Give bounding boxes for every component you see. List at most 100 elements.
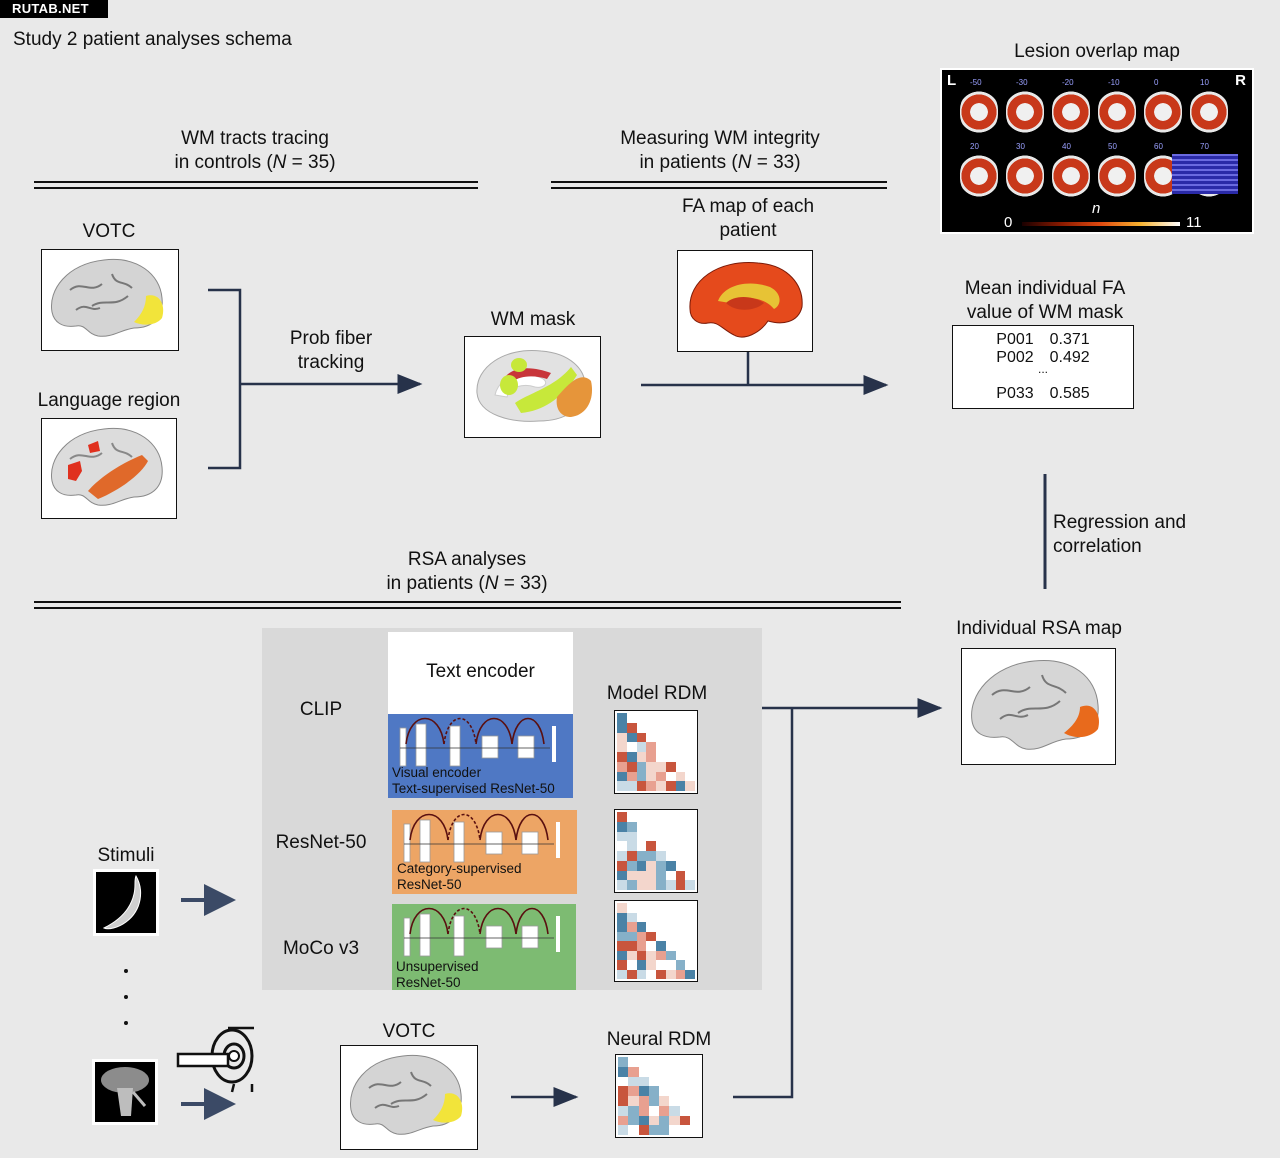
rdm-cell — [626, 761, 637, 772]
rdm-cell — [646, 742, 656, 752]
ellipsis-dot — [124, 995, 128, 999]
section-divider — [551, 181, 887, 189]
rdm-cell — [665, 960, 676, 970]
rdm-cell — [636, 781, 647, 791]
rdm-cell — [617, 752, 627, 762]
rdm-cell — [659, 1096, 670, 1106]
fa-row: P033 0.585 — [953, 385, 1133, 403]
rdm-cell — [636, 761, 647, 772]
section-divider — [34, 181, 478, 189]
neural-rdm — [615, 1054, 703, 1138]
section-header-line2: in controls (N = 35) — [174, 152, 336, 173]
brain-slice-image — [1052, 154, 1090, 198]
rdm-cell — [617, 851, 627, 861]
rdm-cell — [626, 841, 637, 851]
rdm-cell — [617, 722, 627, 733]
model-name-clip: CLIP — [299, 699, 343, 720]
rdm-cell — [665, 880, 676, 890]
rdm-cell — [675, 880, 686, 890]
patient-id: P002 — [996, 349, 1034, 366]
section-header-line1: WM tracts tracing — [181, 128, 329, 149]
encoder-label-line1: Category-supervised — [397, 861, 522, 876]
resnet-model-rdm — [614, 809, 698, 893]
rdm-cell — [617, 761, 627, 772]
regression-line1: Regression and — [1053, 512, 1187, 533]
color-scale-bar — [1022, 222, 1180, 226]
rdm-cell — [659, 1125, 670, 1135]
rdm-cell — [618, 1076, 629, 1087]
rdm-cell — [636, 969, 647, 979]
brain-slice-image — [1144, 90, 1182, 134]
lesion-map-title: Lesion overlap map — [1014, 41, 1180, 62]
rdm-cell — [656, 771, 666, 782]
ellipsis-dot — [124, 1021, 128, 1025]
rdm-cell — [617, 812, 627, 822]
rdm-cell — [669, 1125, 680, 1135]
rdm-cell — [626, 960, 637, 970]
brain-rsa-map-icon — [971, 660, 1100, 750]
rdm-cell — [646, 870, 656, 881]
rdm-cell — [628, 1066, 639, 1077]
fa-ellipsis: ... — [953, 363, 1133, 375]
brain-slice-image — [1190, 90, 1228, 134]
fa-row: P001 0.371 — [953, 331, 1133, 349]
slice-coordinate: 60 — [1154, 142, 1163, 151]
moco-unsupervised-encoder: Unsupervised ResNet-50 — [392, 904, 576, 990]
rdm-cell — [646, 950, 656, 960]
rdm-cell — [618, 1066, 629, 1077]
rdm-cell — [617, 880, 627, 890]
slice-coordinate: 40 — [1062, 142, 1071, 151]
rdm-cell — [646, 969, 656, 979]
rdm-cell — [636, 950, 647, 960]
rdm-cell — [626, 880, 637, 890]
rdm-cell — [617, 821, 627, 832]
rdm-cell — [636, 742, 647, 752]
rdm-cell — [646, 931, 656, 941]
rdm-cell — [617, 841, 627, 851]
rdm-cell — [626, 722, 637, 733]
network-architecture-icon — [399, 717, 556, 767]
stimuli-label: Stimuli — [97, 845, 155, 866]
brain-slice-image — [960, 90, 998, 134]
fa-map-line1: FA map of each — [681, 196, 815, 217]
votc-label: VOTC — [82, 221, 136, 242]
rdm-cell — [636, 841, 647, 851]
scale-min: 0 — [1004, 214, 1013, 231]
model-name-resnet: ResNet-50 — [275, 832, 367, 853]
broccoli-icon — [101, 1067, 149, 1116]
brain-lateral-votc-icon — [50, 258, 164, 337]
rdm-cell — [626, 969, 637, 979]
rdm-cell — [636, 931, 647, 941]
rdm-cell — [626, 941, 637, 951]
brain-slice-image — [1098, 90, 1136, 134]
prob-fiber-label: Prob fiber tracking — [266, 327, 396, 375]
section-header-line2: in patients (N = 33) — [639, 152, 801, 173]
rdm-cell — [656, 781, 666, 791]
brain-wm-mask-icon — [476, 350, 593, 422]
rdm-cell — [679, 1115, 690, 1126]
rdm-cell — [685, 781, 695, 791]
rdm-cell — [669, 1105, 680, 1116]
rdm-cell — [646, 880, 656, 890]
text-encoder-label: Text encoder — [426, 661, 535, 682]
rdm-cell — [626, 781, 637, 791]
rdm-cell — [675, 870, 686, 881]
rdm-cell — [646, 941, 656, 951]
encoder-label-line2: ResNet-50 — [396, 975, 461, 990]
rdm-cell — [656, 752, 666, 762]
network-architecture-icon — [403, 813, 560, 863]
rdm-cell — [656, 969, 666, 979]
rdm-cell — [617, 771, 627, 782]
mean-fa-label: Mean individual FA value of WM mask — [930, 277, 1160, 325]
section-header-line2: in patients (N = 33) — [386, 573, 548, 594]
moco-model-rdm — [614, 900, 698, 982]
slice-coordinate: 70 — [1200, 142, 1209, 151]
rdm-cell — [659, 1105, 670, 1116]
rdm-cell — [648, 1086, 659, 1096]
patient-id: P001 — [996, 331, 1034, 348]
rdm-cell — [638, 1115, 649, 1126]
slice-coordinate: 20 — [970, 142, 979, 151]
rdm-cell — [638, 1105, 649, 1116]
rdm-cell — [656, 870, 666, 881]
